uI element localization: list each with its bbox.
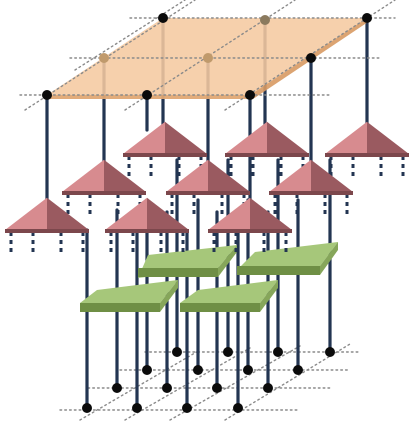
pyramid-base xyxy=(325,153,409,157)
pyramid-base xyxy=(225,153,309,157)
pyramid-cap-8 xyxy=(105,197,189,256)
pyramid-base xyxy=(62,191,146,195)
pyramid-base xyxy=(166,191,250,195)
green-slabs xyxy=(80,242,338,312)
pyramid-base xyxy=(269,191,353,195)
pyramid-right-face xyxy=(367,121,409,154)
pyramid-right-face xyxy=(104,159,146,192)
pyramid-cap-6 xyxy=(269,159,353,218)
pyramid-base xyxy=(105,229,189,233)
green-slab-4 xyxy=(180,280,278,312)
pyramid-left-face xyxy=(105,197,147,230)
pyramid-left-face xyxy=(5,197,47,230)
pyramid-cap-7 xyxy=(5,197,89,256)
pyramid-left-face xyxy=(123,121,165,154)
base-grid-guides xyxy=(59,343,361,421)
pyramid-caps xyxy=(5,121,409,256)
pyramid-left-face xyxy=(269,159,311,192)
roof-nodes xyxy=(42,13,372,100)
pyramid-base xyxy=(123,153,207,157)
pyramid-right-face xyxy=(47,197,89,230)
pyramid-right-face xyxy=(250,197,292,230)
pyramid-cap-3 xyxy=(325,121,409,180)
pyramid-cap-9 xyxy=(208,197,292,256)
base-grid-nodes xyxy=(82,347,335,413)
pyramid-right-face xyxy=(311,159,353,192)
pyramid-right-face xyxy=(147,197,189,230)
green-slab-1 xyxy=(138,245,237,278)
green-slab-2 xyxy=(237,242,338,275)
pyramid-right-face xyxy=(208,159,250,192)
pyramid-left-face xyxy=(166,159,208,192)
pyramid-right-face xyxy=(267,121,309,154)
pyramid-left-face xyxy=(325,121,367,154)
pyramid-left-face xyxy=(208,197,250,230)
pyramid-left-face xyxy=(62,159,104,192)
pyramid-base xyxy=(5,229,89,233)
pyramid-base xyxy=(208,229,292,233)
green-slab-3 xyxy=(80,280,178,312)
pyramid-left-face xyxy=(225,121,267,154)
pyramid-right-face xyxy=(165,121,207,154)
